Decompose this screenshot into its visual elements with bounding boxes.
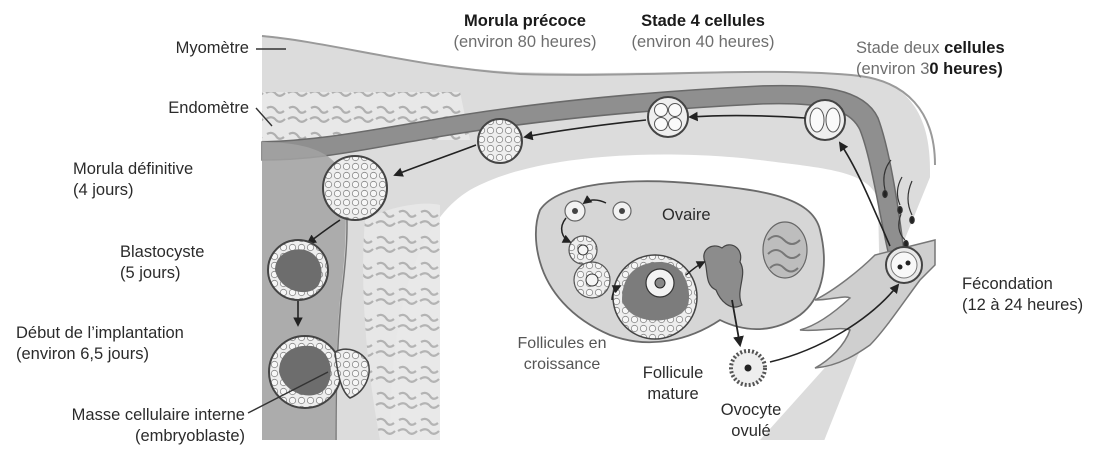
label-morula-precoce-time: (environ 80 heures) (440, 32, 610, 53)
label-implantation-time: (environ 6,5 jours) (16, 344, 184, 365)
label-morula-precoce-title: Morula précoce (440, 11, 610, 32)
two-cell-stage (805, 100, 845, 140)
label-masse: Masse cellulaire interne (embryoblaste) (72, 405, 245, 447)
blastocyst (268, 240, 328, 300)
label-ovaire: Ovaire (662, 205, 711, 226)
label-blastocyste: Blastocyste (5 jours) (120, 242, 204, 284)
label-stade4-title: Stade 4 cellules (618, 11, 788, 32)
corpus-luteum (763, 222, 807, 278)
label-stade2-time-c: heures) (943, 60, 1003, 78)
label-blastocyste-title: Blastocyste (120, 242, 204, 263)
label-endometre: Endomètre (168, 98, 249, 119)
zygote (886, 247, 922, 283)
label-follicule-mature-l2: mature (628, 384, 718, 405)
label-ovocyte: Ovocyte ovulé (706, 400, 796, 442)
label-fecondation: Fécondation (12 à 24 heures) (962, 274, 1083, 316)
label-masse-sub: (embryoblaste) (72, 426, 245, 447)
label-blastocyste-time: (5 jours) (120, 263, 204, 284)
label-follicule-mature: Follicule mature (628, 363, 718, 405)
four-cell-stage (648, 97, 688, 137)
mature-follicle (613, 255, 697, 339)
label-fecondation-title: Fécondation (962, 274, 1083, 295)
label-ovaire-text: Ovaire (662, 205, 711, 226)
label-morula-definitive: Morula définitive (4 jours) (73, 159, 193, 201)
label-masse-title: Masse cellulaire interne (72, 405, 245, 426)
label-stade4: Stade 4 cellules (environ 40 heures) (618, 11, 788, 53)
label-stade2-time-a: (environ 3 (856, 60, 929, 78)
label-follicules: Follicules en croissance (502, 333, 622, 375)
label-myometre: Myomètre (176, 38, 249, 59)
ovulated-oocyte (731, 351, 765, 385)
label-stade4-time: (environ 40 heures) (618, 32, 788, 53)
label-ovocyte-l1: Ovocyte (706, 400, 796, 421)
label-morula-precoce: Morula précoce (environ 80 heures) (440, 11, 610, 53)
label-stade2: Stade deux cellules (environ 30 heures) (856, 38, 1005, 80)
label-fecondation-time: (12 à 24 heures) (962, 295, 1083, 316)
label-follicules-l2: croissance (502, 354, 622, 375)
label-stade2-title-a: Stade deux (856, 39, 944, 57)
label-endometre-text: Endomètre (168, 98, 249, 119)
label-morula-definitive-time: (4 jours) (73, 180, 193, 201)
endometrium-lower (363, 204, 440, 440)
label-implantation: Début de l’implantation (environ 6,5 jou… (16, 323, 184, 365)
label-stade2-time-b: 0 (929, 60, 943, 78)
definitive-morula (323, 156, 387, 220)
label-follicules-l1: Follicules en (502, 333, 622, 354)
label-stade2-title-b: cellules (944, 39, 1005, 57)
label-follicule-mature-l1: Follicule (628, 363, 718, 384)
label-myometre-text: Myomètre (176, 38, 249, 59)
early-morula (478, 119, 522, 163)
label-implantation-title: Début de l’implantation (16, 323, 184, 344)
label-morula-definitive-title: Morula définitive (73, 159, 193, 180)
label-ovocyte-l2: ovulé (706, 421, 796, 442)
